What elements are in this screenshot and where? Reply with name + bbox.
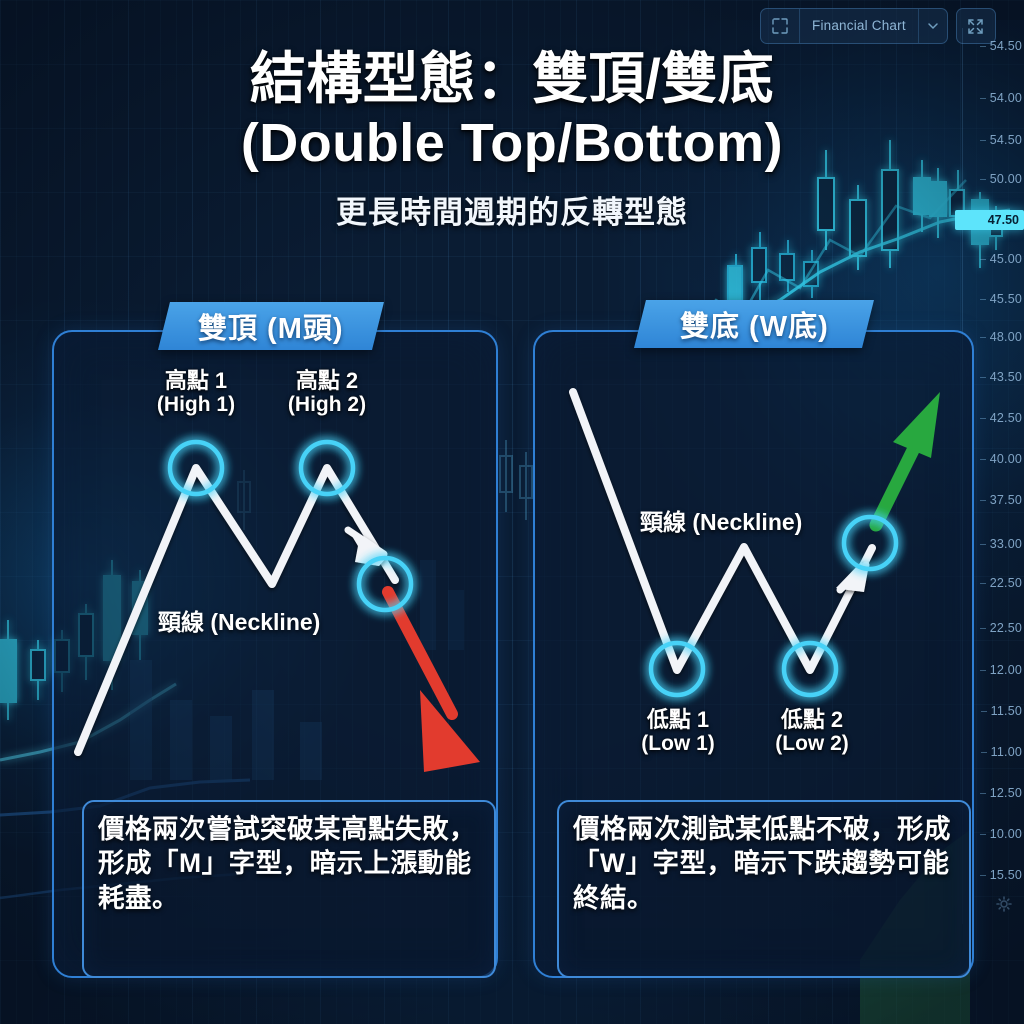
axis-tick: 37.50 — [979, 493, 1022, 507]
label-low-1-en: (Low 1) — [641, 732, 715, 756]
label-low-2-cn: 低點 2 — [780, 707, 844, 732]
axis-tick: 12.00 — [979, 663, 1022, 677]
axis-tick: 45.00 — [979, 252, 1022, 266]
axis-tick: 42.50 — [979, 411, 1022, 425]
axis-tick: 45.50 — [979, 292, 1022, 306]
axis-tick: 54.00 — [979, 91, 1022, 105]
axis-price-tag: 47.50 — [955, 210, 1024, 230]
label-low-1-cn: 低點 1 — [646, 707, 710, 732]
badge-double-top-label: 雙頂 (M頭) — [198, 313, 344, 345]
chart-toolbar: Financial Chart — [760, 8, 996, 44]
axis-tick: 40.00 — [979, 452, 1022, 466]
badge-double-bottom: 雙底 (W底) — [634, 300, 874, 348]
badge-double-bottom-label: 雙底 (W底) — [679, 311, 829, 343]
axis-tick: 11.00 — [980, 745, 1022, 759]
axis-tick: 22.50 — [979, 576, 1022, 590]
axis-tick: 43.50 — [979, 370, 1022, 384]
price-axis[interactable]: 54.50 54.00 54.50 50.00 47.50 45.00 45.50 48.00… — [955, 0, 1024, 1024]
page-subtitle: 更長時間週期的反轉型態 — [336, 195, 688, 231]
label-neckline-right: 頸線 (Neckline) — [640, 509, 803, 535]
financial-chart-icon — [761, 9, 800, 43]
caption-double-top: 價格兩次嘗試突破某高點失敗，形成「M」字型，暗示上漲動能耗盡。 — [82, 800, 496, 978]
label-low-2: 低點 2 (Low 2) — [734, 707, 890, 756]
axis-tick: 54.50 — [979, 39, 1022, 53]
axis-tick: 22.50 — [979, 621, 1022, 635]
axis-tick: 10.00 — [979, 827, 1022, 841]
label-high-2: 高點 2 (High 2) — [249, 368, 405, 417]
chart-type-label: Financial Chart — [800, 9, 919, 43]
label-neckline-left: 頸線 (Neckline) — [158, 609, 321, 635]
chevron-down-icon[interactable] — [919, 9, 947, 43]
axis-tick: 33.00 — [979, 537, 1022, 551]
caption-double-top-text: 價格兩次嘗試突破某高點失敗，形成「M」字型，暗示上漲動能耗盡。 — [98, 814, 476, 913]
label-low-2-en: (Low 2) — [775, 732, 849, 756]
caption-double-bottom-text: 價格兩次測試某低點不破，形成「W」字型，暗示下跌趨勢可能終結。 — [573, 814, 951, 913]
axis-tick: 50.00 — [979, 172, 1022, 186]
axis-tick: 15.50 — [979, 868, 1022, 882]
expand-fullscreen-button[interactable] — [955, 8, 996, 44]
axis-tick: 12.50 — [979, 786, 1022, 800]
label-high-1-en: (High 1) — [156, 393, 236, 417]
caption-double-bottom: 價格兩次測試某低點不破，形成「W」字型，暗示下跌趨勢可能終結。 — [557, 800, 971, 978]
label-high-2-cn: 高點 2 — [295, 368, 359, 393]
axis-tick: 48.00 — [979, 330, 1022, 344]
page-title-line2: (Double Top/Bottom) — [240, 112, 784, 173]
axis-tick: 11.50 — [980, 704, 1022, 718]
badge-double-top: 雙頂 (M頭) — [158, 302, 384, 350]
heading-block: 結構型態：雙頂/雙底 (Double Top/Bottom) 更長時間週期的反轉… — [0, 47, 1024, 232]
axis-tick: 54.50 — [979, 133, 1022, 147]
label-high-2-en: (High 2) — [287, 393, 367, 417]
label-high-1: 高點 1 (High 1) — [118, 368, 274, 417]
label-low-1: 低點 1 (Low 1) — [600, 707, 756, 756]
gear-icon[interactable] — [996, 896, 1012, 917]
label-high-1-cn: 高點 1 — [164, 368, 228, 393]
chart-type-selector[interactable]: Financial Chart — [760, 8, 948, 44]
page-title-line1: 結構型態：雙頂/雙底 — [249, 47, 775, 110]
